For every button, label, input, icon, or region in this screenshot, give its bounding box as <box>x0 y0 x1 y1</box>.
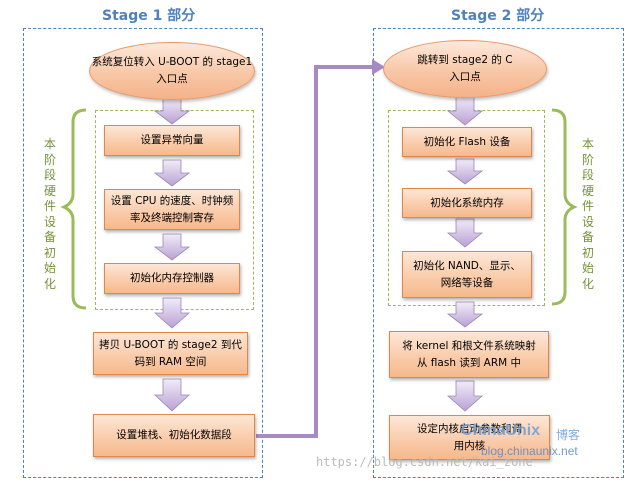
stage2-side-label: 本阶段硬件设备初始化 <box>581 137 594 291</box>
chinaunix-logo: ChinaUnix <box>461 422 541 439</box>
stage1-step-copy-stage2: 拷贝 U-BOOT 的 stage2 到代码到 RAM 空间 <box>93 332 248 375</box>
stage1-side-label: 本阶段硬件设备初始化 <box>43 137 56 291</box>
stage2-arrow-1 <box>446 95 484 126</box>
stage2-arrow-4 <box>446 301 484 328</box>
stage2-frame <box>373 28 624 478</box>
stage2-start-ellipse: 跳转到 stage2 的 C 入口点 <box>383 40 547 98</box>
stage1-arrow-1 <box>153 97 191 125</box>
stage2-step-kernel-params: 设定内核启动参数和调用内核 <box>389 415 550 460</box>
stage2-brace <box>551 108 578 306</box>
stage1-title: Stage 1 部分 <box>102 8 196 24</box>
chinaunix-domain: blog.chinaunix.net <box>481 444 578 458</box>
stage2-step-flash-init: 初始化 Flash 设备 <box>402 127 532 157</box>
stage2-step-nand-display-net: 初始化 NAND、显示、网络等设备 <box>402 251 532 298</box>
stage1-step-memory-controller: 初始化内存控制器 <box>104 263 240 294</box>
stage1-step-cpu-clock: 设置 CPU 的速度、时钟频率及终端控制寄存 <box>104 189 240 230</box>
stage1-start-ellipse: 系统复位转入 U-BOOT 的 stage1 入口点 <box>89 42 255 100</box>
stage2-step-system-memory: 初始化系统内存 <box>402 188 532 218</box>
stage-connector <box>256 59 385 438</box>
stage1-arrow-3 <box>153 233 191 261</box>
chinaunix-logo-suffix: 博客 <box>556 428 581 442</box>
stage1-arrow-5 <box>153 378 191 412</box>
stage2-arrow-3 <box>446 218 484 248</box>
stage2-arrow-5 <box>446 380 484 412</box>
stage2-title: Stage 2 部分 <box>451 8 545 24</box>
stage1-arrow-4 <box>153 297 191 329</box>
csdn-url-watermark: https://blog.csdn.net/kai_zone <box>316 455 533 469</box>
stage2-arrow-2 <box>446 158 484 185</box>
stage1-brace <box>60 108 87 310</box>
stage2-step-kernel-mapping: 将 kernel 和根文件系统映射从 flash 读到 ARM 中 <box>389 331 549 378</box>
stage1-arrow-2 <box>153 159 191 187</box>
stage1-step-exception-vector: 设置异常向量 <box>104 125 240 156</box>
stage1-frame <box>23 28 263 478</box>
stage1-step-stack-data: 设置堆栈、初始化数据段 <box>93 414 255 457</box>
